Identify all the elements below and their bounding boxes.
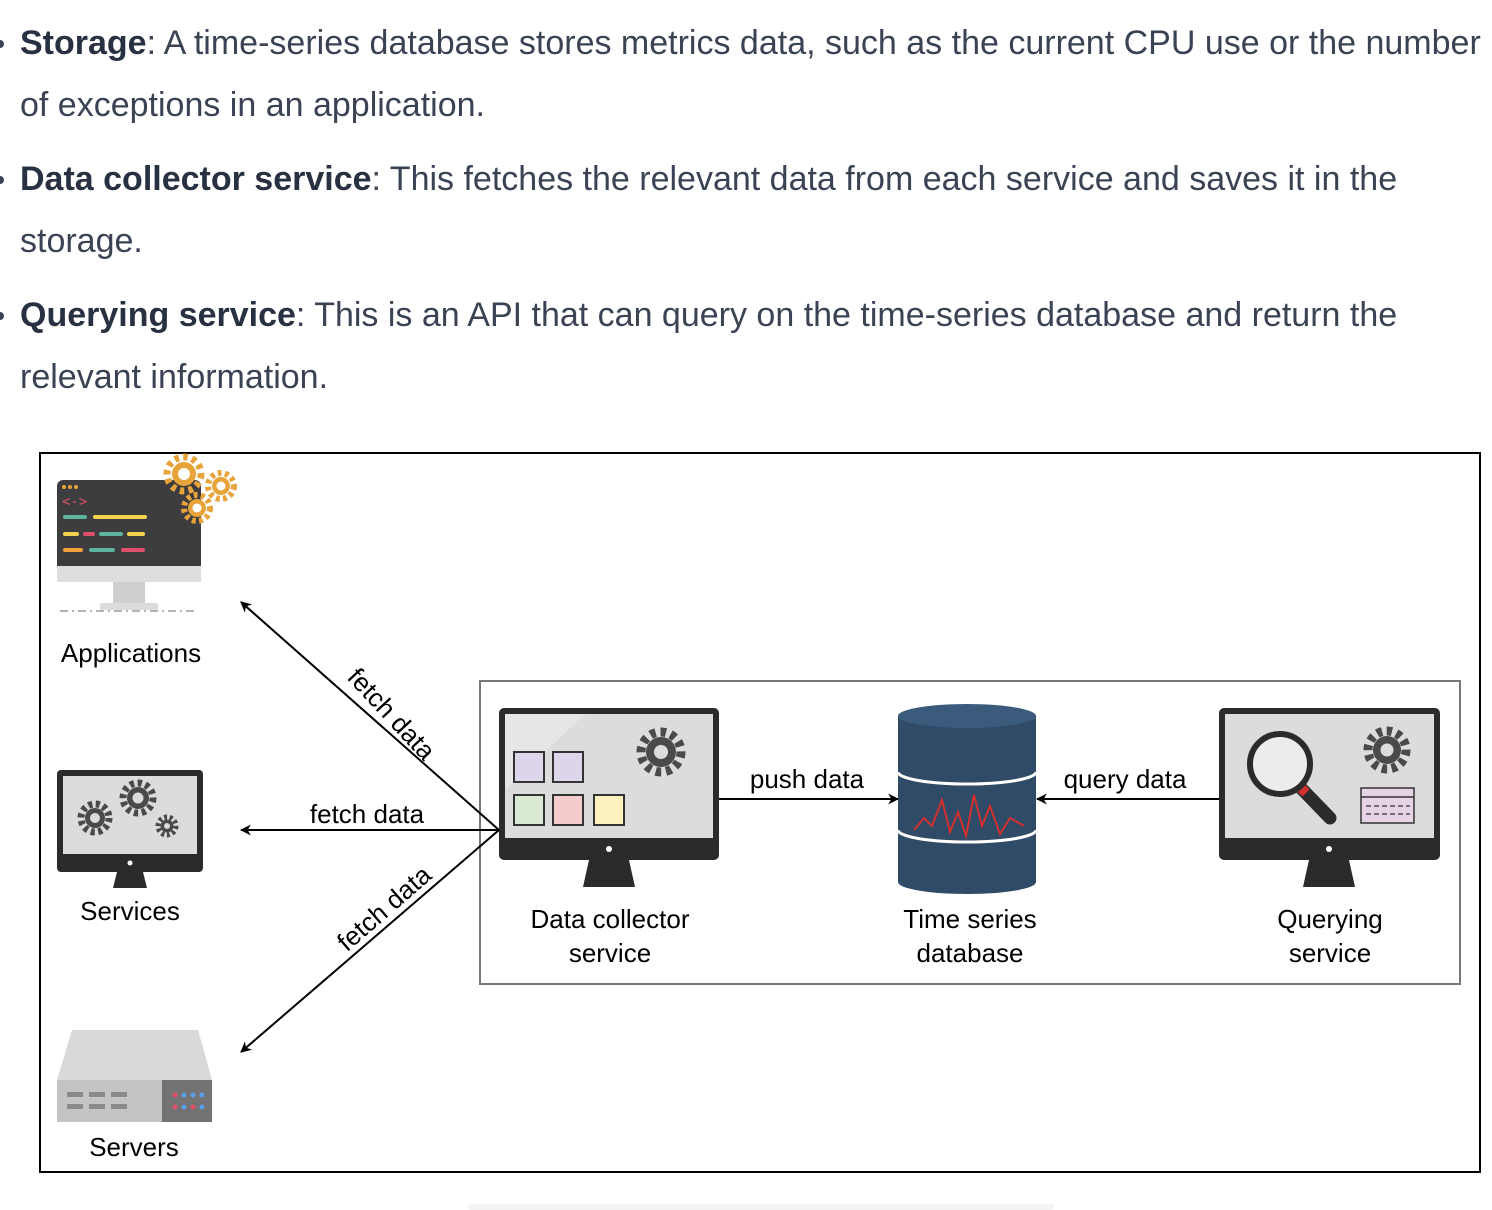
- next-content-edge: [468, 1204, 1054, 1210]
- table-icon: [1360, 787, 1415, 824]
- bullet-term: Querying service: [20, 296, 296, 334]
- bullet-storage: Storage: A time-series database stores m…: [0, 12, 1490, 136]
- fetch-applications-arrow: [240, 601, 500, 831]
- data-collector-label: service: [569, 938, 651, 968]
- database-icon: [896, 704, 1038, 894]
- applications-icon: <->: [57, 453, 237, 612]
- data-collector-label: Data collector: [531, 904, 690, 934]
- fetch-services-label: fetch data: [310, 799, 425, 829]
- bullet-text: : A time-series database stores metrics …: [20, 24, 1481, 124]
- bullet-querying-service: Querying service: This is an API that ca…: [0, 284, 1490, 408]
- query-data-label: query data: [1064, 764, 1187, 794]
- svg-text:<->: <->: [62, 494, 87, 510]
- querying-service-label: Querying: [1277, 904, 1383, 934]
- services-icon: [57, 770, 203, 888]
- data-collector-icon: [499, 708, 719, 887]
- applications-label: Applications: [61, 638, 201, 668]
- fetch-servers-arrow: [240, 829, 500, 1053]
- gear-icon: [1363, 726, 1411, 774]
- services-label: Services: [80, 896, 180, 926]
- bullet-data-collector: Data collector service: This fetches the…: [0, 148, 1490, 272]
- gear-icon: [205, 470, 237, 502]
- server-icon: [57, 1030, 212, 1122]
- magnifier-icon: [1247, 731, 1337, 825]
- bullet-text: : This is an API that can query on the t…: [20, 296, 1398, 396]
- gear-icon: [163, 453, 205, 495]
- gear-icon: [181, 492, 213, 524]
- querying-service-label: service: [1289, 938, 1371, 968]
- bullet-text: : This fetches the relevant data from ea…: [20, 160, 1398, 260]
- servers-label: Servers: [89, 1132, 179, 1162]
- gear-icon: [119, 779, 157, 817]
- querying-service-icon: [1219, 708, 1440, 887]
- bullet-term: Storage: [20, 24, 147, 62]
- gear-icon: [77, 800, 113, 836]
- bullet-term: Data collector service: [20, 160, 372, 198]
- push-data-label: push data: [750, 764, 865, 794]
- time-series-db-label: Time series: [903, 904, 1036, 934]
- gear-icon: [155, 814, 179, 838]
- time-series-db-label: database: [917, 938, 1024, 968]
- gear-icon: [636, 727, 686, 777]
- bullet-list: Storage: A time-series database stores m…: [0, 12, 1490, 420]
